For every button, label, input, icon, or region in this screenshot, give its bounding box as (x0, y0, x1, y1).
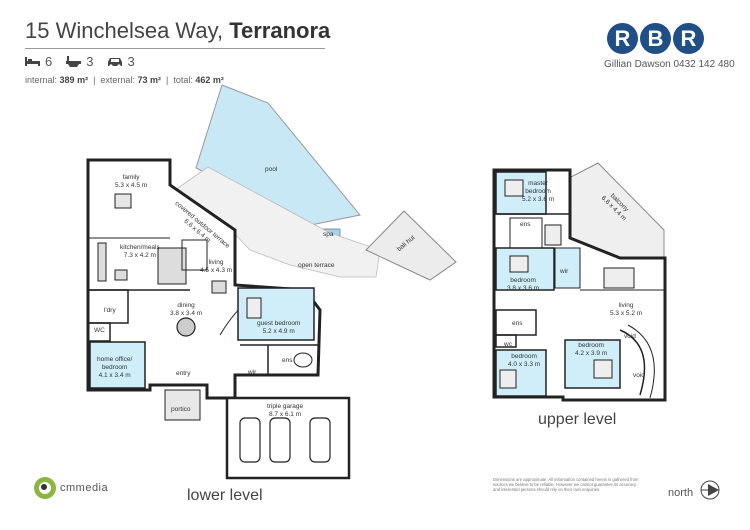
home-office-fill (89, 341, 146, 389)
cmmedia-text: cmmedia (60, 482, 109, 494)
label-upper-wir: wir (560, 268, 569, 275)
label-ldry: l'dry (104, 307, 116, 314)
cmmedia-logo-icon (34, 477, 56, 499)
label-bedroom-3: bedroom 4.0 x 3.3 m (508, 353, 541, 368)
beds-count: 6 (45, 54, 53, 69)
external-value: 73 m² (137, 75, 161, 85)
cars-stat: 3 (107, 54, 135, 69)
label-spa: spa (323, 231, 334, 238)
internal-value: 389 m² (59, 75, 89, 85)
label-pool: pool (265, 166, 278, 173)
label-living: living 4.5 x 4.3 m (200, 259, 233, 274)
label-ens-upper-1: ens (520, 221, 531, 228)
internal-label: internal: (25, 75, 58, 85)
external-label: external: (100, 75, 135, 85)
label-dining: dining 3.8 x 3.4 m (170, 302, 203, 317)
label-bedroom-1: bedroom 3.8 x 3.6 m (507, 277, 540, 292)
lower-level-title: lower level (187, 487, 263, 504)
area-summary: internal: 389 m² | external: 73 m² | tot… (25, 75, 224, 85)
total-label: total: (173, 75, 193, 85)
label-ens: ens (282, 357, 293, 364)
label-wir: wir (248, 369, 257, 376)
property-features: 6 3 3 (25, 54, 135, 69)
pool-shape (195, 84, 361, 226)
lower-level-plan (86, 84, 457, 480)
label-guest-bedroom: guest bedroom 5.2 x 4.9 m (257, 320, 301, 335)
bali-hut-shape (365, 210, 457, 281)
logo-letter: B (640, 23, 671, 54)
portico-fill (164, 389, 201, 421)
logo-letter: R (607, 23, 638, 54)
title-rule (25, 48, 325, 49)
agency-logo: R B R (607, 23, 704, 54)
label-master: master bedroom 5.2 x 3.6 m (522, 180, 555, 203)
label-void-1: void (624, 333, 636, 340)
label-wc: WC (94, 327, 105, 334)
upper-level-title: upper level (538, 411, 617, 428)
baths-stat: 3 (66, 54, 93, 69)
upper-wir-fill (554, 247, 581, 289)
label-kitchen: kitchen/meals 7.3 x 4.2 m (120, 244, 160, 259)
label-open-terrace: open terrace (298, 262, 335, 269)
label-upper-living: living 5.3 x 5.2 m (610, 302, 643, 317)
bed-icon (25, 57, 40, 66)
label-home-office: home office/ bedroom 4.1 x 3.4 m (97, 356, 133, 379)
label-bedroom-2: bedroom 4.2 x 3.9 m (575, 342, 608, 357)
bath-icon (66, 55, 82, 67)
label-garage: triple garage 8.7 x 6.1 m (267, 403, 304, 418)
north-label: north (668, 487, 694, 499)
north-arrow-icon (700, 480, 720, 500)
address: 15 Winchelsea Way, (25, 18, 224, 43)
label-void-2: void (633, 372, 645, 379)
disclaimer: Dimensions are approximate. All informat… (493, 477, 639, 492)
cmmedia-brand: cmmedia (60, 482, 108, 494)
cars-count: 3 (127, 54, 135, 69)
label-portico: portico (171, 406, 191, 413)
total-value: 462 m² (195, 75, 224, 85)
label-family: family 5.3 x 4.5 m (115, 174, 148, 189)
logo-letter: R (673, 23, 704, 54)
car-icon (108, 57, 123, 68)
label-ens-upper-2: ens (512, 320, 523, 327)
baths-count: 3 (86, 54, 94, 69)
upper-level-plan (492, 162, 667, 402)
agent-contact: Gillian Dawson 0432 142 480 (604, 59, 735, 70)
label-upper-wc: wc (504, 341, 512, 348)
suburb: Terranora (229, 18, 331, 43)
property-title: 15 Winchelsea Way, Terranora (25, 18, 330, 44)
label-entry: entry (176, 370, 191, 377)
beds-stat: 6 (25, 54, 52, 69)
